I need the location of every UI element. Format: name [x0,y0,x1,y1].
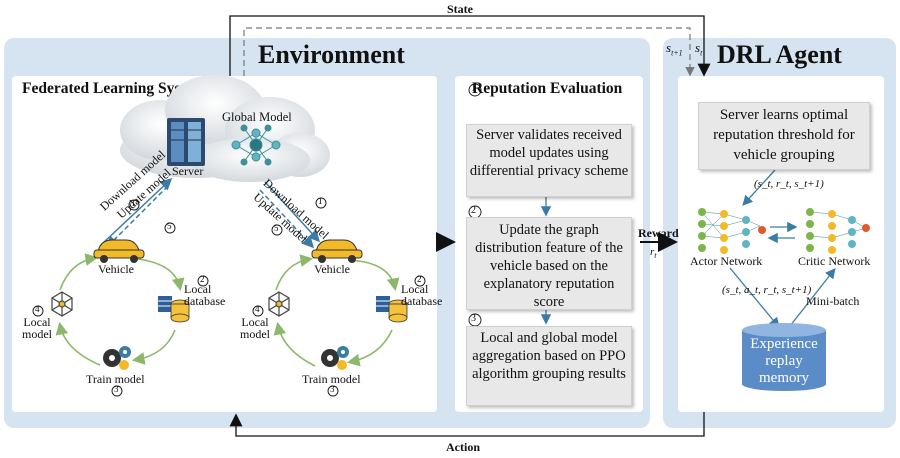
memory-cylinder [742,323,826,391]
reward-var-r: r [650,246,655,258]
right-cycle [273,254,400,367]
right-step5: 5 [274,223,279,233]
environment-title: Environment [258,40,405,69]
left-step1: 1 [131,198,136,208]
state-next-s: s [666,40,672,55]
critic-network-label: Critic Network [798,254,871,268]
left-step2: 2 [200,274,205,284]
left-vehicle-label: Vehicle [98,262,134,276]
database-icon [158,296,190,323]
state-next-sub: t+1 [671,48,683,58]
right-step3: 3 [330,384,335,394]
rep-step2-box: Update the graph distribution feature of… [466,217,632,310]
rep-step1-box: Server validates received model updates … [466,124,632,197]
fl-system-title: Federated Learning System [22,80,206,97]
server-icon [167,118,205,166]
database-icon [376,296,408,323]
left-step5: 5 [167,221,172,231]
critic-network-icon [806,208,870,254]
reward-label: Reward [638,226,679,240]
rep-step2-num: 2 [471,205,476,216]
state-cur-sub: t [700,48,703,58]
state-next-var: st+1 [666,40,683,58]
reward-var-sub: t [654,251,657,261]
vehicle-icon [311,239,363,263]
memory-label: Experience replay memory [750,336,818,386]
state-label: State [447,2,473,16]
reward-var: rt [650,246,657,260]
vehicle-icon [93,239,145,263]
rep-step3-box: Local and global model aggregation based… [466,326,632,406]
state-cur-s: s [695,40,701,55]
reputation-title: Reputation Evaluation [472,80,623,97]
agent-server-box: Server learns optimal reputation thresho… [698,102,870,170]
right-db-label: Local database [401,282,443,308]
global-model-label: Global Model [222,110,292,124]
gear-icon [103,346,131,370]
left-train-label: Train model [86,372,145,386]
agent-title: DRL Agent [717,40,842,69]
rep-step3-num: 3 [471,313,476,324]
action-label: Action [446,440,480,454]
right-step4: 4 [255,304,260,314]
left-db-label: Local database [184,282,226,308]
tuple1-label: (s_t, r_t, s_t+1) [754,178,824,190]
right-vehicle-label: Vehicle [314,262,350,276]
right-train-label: Train model [302,372,361,386]
right-step1: 1 [318,196,323,206]
gear-icon [321,346,349,370]
server-label: Server [172,164,204,178]
actor-network-label: Actor Network [690,254,763,268]
rep-step1-num: 1 [471,83,476,94]
left-local-model-label: Local model [22,315,52,341]
actor-network-icon [698,208,766,254]
left-step3: 3 [114,384,119,394]
state-cur-var: st [695,40,702,58]
global-model-icon [231,124,281,166]
local-model-icon [268,291,290,317]
minibatch-label: Mini-batch [806,294,860,308]
tuple2-label: (s_t, a_t, r_t, s_t+1) [722,284,812,296]
right-step2: 2 [417,274,422,284]
right-local-model-label: Local model [240,315,270,341]
left-step4: 4 [35,304,40,314]
local-model-icon [51,291,73,317]
